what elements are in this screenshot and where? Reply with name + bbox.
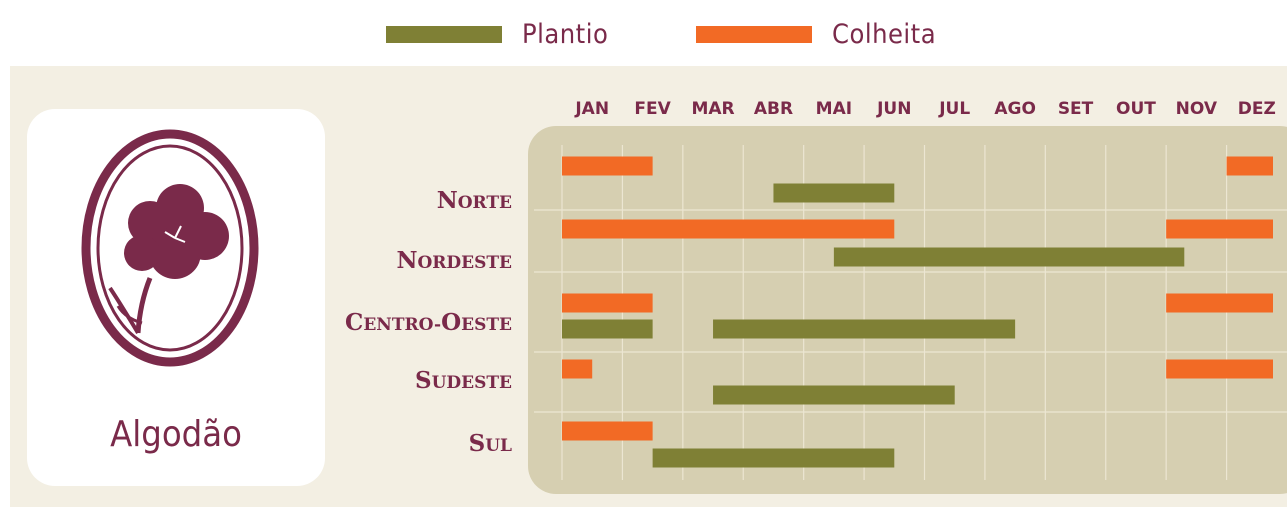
region-label: NORTE — [437, 187, 512, 214]
bar-plantio — [652, 448, 895, 468]
region-label: SUL — [469, 430, 512, 457]
month-tick-label: JUN — [876, 99, 911, 119]
month-tick-label: MAR — [691, 99, 734, 119]
legend-item-colheita: Colheita — [696, 14, 936, 54]
month-tick-label: AGO — [994, 99, 1036, 119]
bar-colheita — [562, 156, 653, 176]
crop-card — [27, 109, 325, 486]
bar-plantio — [713, 385, 955, 405]
month-tick-label: SET — [1058, 99, 1094, 119]
bars — [562, 156, 1273, 468]
bar-plantio — [773, 183, 895, 203]
legend-swatch-colheita — [696, 25, 812, 43]
month-tick-label: ABR — [754, 99, 793, 119]
legend-label-colheita: Colheita — [832, 18, 937, 50]
region-label: NORDESTE — [396, 247, 512, 274]
region-label: SUDESTE — [415, 367, 512, 394]
month-tick-label: NOV — [1176, 99, 1218, 119]
month-tick-label: MAI — [816, 99, 852, 119]
bar-colheita — [1166, 293, 1273, 313]
month-tick-label: OUT — [1116, 99, 1156, 119]
bar-colheita — [1166, 219, 1273, 239]
cotton-flower-icon — [81, 129, 259, 367]
bar-colheita — [562, 219, 895, 239]
bar-colheita — [1166, 359, 1273, 379]
legend-label-plantio: Plantio — [522, 18, 609, 50]
bar-colheita — [1226, 156, 1273, 176]
month-tick-label: DEZ — [1238, 99, 1276, 119]
bar-colheita — [562, 293, 653, 313]
bar-colheita — [562, 421, 653, 441]
legend-swatch-plantio — [386, 25, 502, 43]
bar-colheita — [562, 359, 593, 379]
bar-plantio — [562, 319, 653, 339]
bar-plantio — [713, 319, 1016, 339]
month-axis: JAN FEV MAR ABR MAI JUN JUL AGO SET OUT NOV DEZ — [574, 99, 1275, 119]
crop-name: Algodão — [110, 414, 242, 455]
month-tick-label: JUL — [938, 99, 970, 119]
month-tick-label: FEV — [634, 99, 671, 119]
legend-item-plantio: Plantio — [386, 14, 608, 54]
region-axis: NORTE NORDESTE CENTRO-OESTE SUDESTE SUL — [345, 187, 512, 457]
region-label: CENTRO-OESTE — [345, 309, 512, 336]
bar-plantio — [833, 247, 1185, 267]
month-tick-label: JAN — [574, 99, 609, 119]
chart-legend: Plantio Colheita — [0, 0, 1287, 64]
